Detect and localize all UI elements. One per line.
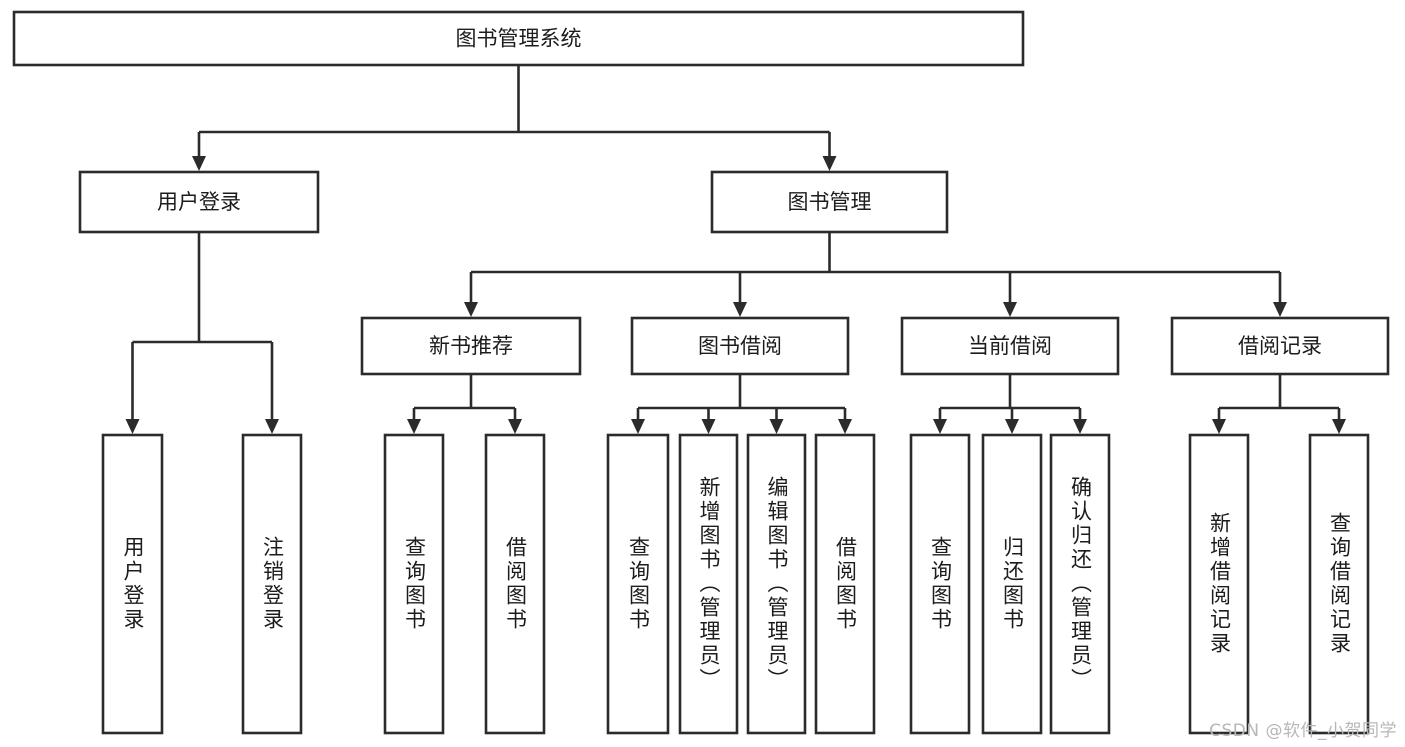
- level2-node-0-label: 用户登录: [157, 190, 241, 214]
- level3-node-2-label: 当前借阅: [968, 334, 1052, 358]
- leaf-box-11-box[interactable]: [1188, 433, 1250, 735]
- group-2-children-arrowhead-icon: [1005, 419, 1019, 434]
- leaf-box-11[interactable]: [1188, 433, 1250, 735]
- book-mgmt-children-arrowhead-icon: [733, 302, 747, 317]
- group-3-children-arrowhead-icon: [1332, 419, 1346, 434]
- user-login-children-arrowhead-icon: [125, 419, 140, 434]
- leaf-box-12-box[interactable]: [1308, 433, 1370, 735]
- leaf-box-5-box[interactable]: [678, 433, 739, 735]
- leaf-box-2-box[interactable]: [383, 433, 445, 735]
- root-to-level2-arrowhead-icon: [822, 156, 837, 171]
- level3-node-2-box[interactable]: [900, 316, 1120, 376]
- leaf-box-10-box[interactable]: [1049, 433, 1111, 735]
- user-login-children-arrowhead-icon: [265, 419, 279, 434]
- leaf-box-9[interactable]: [981, 433, 1043, 735]
- book-mgmt-children-arrowhead-icon: [1273, 302, 1287, 317]
- root-node[interactable]: 图书管理系统: [12, 10, 1025, 67]
- leaf-box-5[interactable]: [678, 433, 739, 735]
- group-3-children-arrowhead-icon: [1212, 419, 1226, 434]
- leaf-box-6-box[interactable]: [746, 433, 807, 735]
- level2-node-1[interactable]: 图书管理: [710, 170, 949, 234]
- level3-node-0[interactable]: 新书推荐: [360, 316, 582, 376]
- book-mgmt-children-arrowhead-icon: [1003, 302, 1017, 317]
- level3-node-2[interactable]: 当前借阅: [900, 316, 1120, 376]
- edges-layer: [125, 65, 1346, 434]
- leaf-box-10[interactable]: [1049, 433, 1111, 735]
- root-node-label: 图书管理系统: [456, 27, 582, 51]
- leaf-box-0[interactable]: [101, 433, 164, 735]
- group-1-children-arrowhead-icon: [701, 419, 716, 434]
- level2-node-0-box[interactable]: [78, 170, 320, 234]
- leaf-box-7[interactable]: [814, 433, 876, 735]
- leaf-box-7-box[interactable]: [814, 433, 876, 735]
- leaf-box-6[interactable]: [746, 433, 807, 735]
- leaf-box-0-box[interactable]: [101, 433, 164, 735]
- group-0-children-arrowhead-icon: [508, 419, 522, 434]
- level2-node-1-box[interactable]: [710, 170, 949, 234]
- leaf-box-1-box[interactable]: [241, 433, 303, 735]
- level3-node-3[interactable]: 借阅记录: [1170, 316, 1390, 376]
- level3-node-1[interactable]: 图书借阅: [630, 316, 850, 376]
- level3-node-3-label: 借阅记录: [1238, 334, 1322, 358]
- group-0-children-arrowhead-icon: [407, 419, 421, 434]
- group-1-children-arrowhead-icon: [769, 419, 784, 434]
- level2-node-1-label: 图书管理: [788, 190, 872, 214]
- leaf-box-8-box[interactable]: [909, 433, 971, 735]
- book-mgmt-children-arrowhead-icon: [464, 302, 478, 317]
- leaf-box-1[interactable]: [241, 433, 303, 735]
- level3-node-1-label: 图书借阅: [698, 334, 782, 358]
- level3-node-0-label: 新书推荐: [429, 334, 513, 358]
- leaf-box-9-box[interactable]: [981, 433, 1043, 735]
- level2-node-0[interactable]: 用户登录: [78, 170, 320, 234]
- leaf-box-3-box[interactable]: [484, 433, 546, 735]
- group-2-children-arrowhead-icon: [1073, 419, 1087, 434]
- group-1-children-arrowhead-icon: [631, 419, 645, 434]
- level3-node-0-box[interactable]: [360, 316, 582, 376]
- leaf-box-8[interactable]: [909, 433, 971, 735]
- leaf-box-4[interactable]: [606, 433, 670, 735]
- group-1-children-arrowhead-icon: [838, 419, 852, 434]
- leaf-box-12[interactable]: [1308, 433, 1370, 735]
- level3-node-1-box[interactable]: [630, 316, 850, 376]
- leaf-box-4-box[interactable]: [606, 433, 670, 735]
- level3-node-3-box[interactable]: [1170, 316, 1390, 376]
- root-to-level2-arrowhead-icon: [192, 156, 206, 171]
- group-2-children-arrowhead-icon: [933, 419, 947, 434]
- leaf-box-2[interactable]: [383, 433, 445, 735]
- root-node-box[interactable]: [12, 10, 1025, 67]
- leaf-box-3[interactable]: [484, 433, 546, 735]
